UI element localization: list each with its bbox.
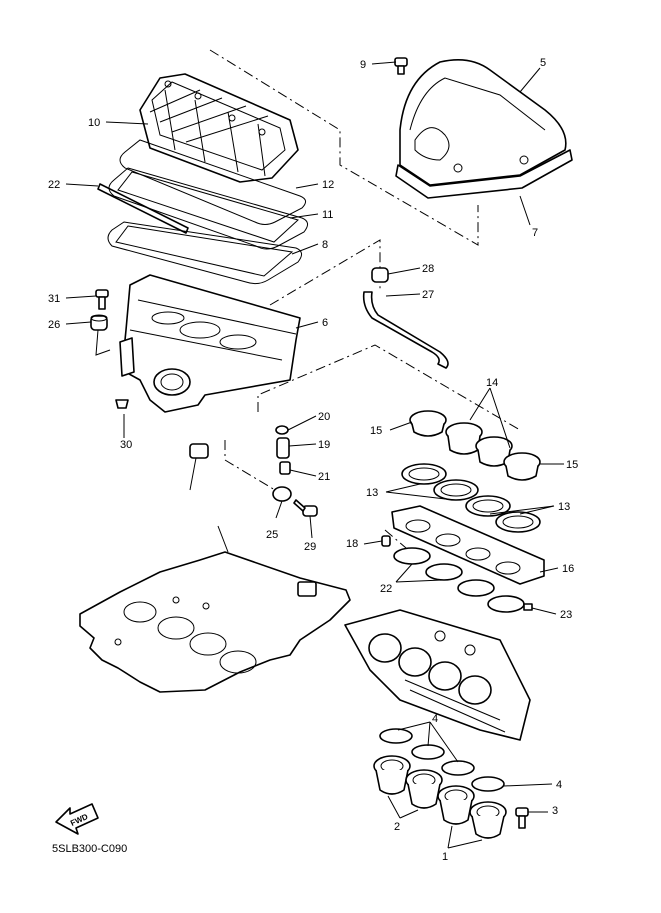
- part-30-clamp: [189, 443, 209, 459]
- callout-22-right: 23: [560, 609, 572, 621]
- callout-13-right: 13: [558, 501, 570, 513]
- callout-7: 7: [532, 227, 538, 239]
- part-22-hose-clamps: [393, 547, 533, 613]
- callout-10: 10: [88, 117, 100, 129]
- part-7-cover-seal: [395, 149, 573, 199]
- callout-21: 22: [48, 179, 60, 191]
- part-5-air-box-case: [119, 274, 301, 413]
- callout-3: 3: [552, 805, 558, 817]
- part-31-plate: [79, 551, 351, 693]
- part-24-grommet: [90, 314, 108, 331]
- part-18-cap: [276, 437, 290, 459]
- callout-26: 28: [422, 263, 434, 275]
- callout-9: 9: [360, 59, 366, 71]
- callout-23: 25: [266, 529, 278, 541]
- callout-22-left: 22: [380, 583, 392, 595]
- callout-labels: 9 5 10 22 12 11 7 8 28 27 31 6 26 14 20 …: [48, 57, 578, 863]
- callout-12: 12: [322, 179, 334, 191]
- part-1-intake-joints: [437, 785, 507, 839]
- part-28-clip: [115, 399, 129, 409]
- part-2-intake-joints: [373, 755, 443, 809]
- callout-1: 1: [442, 851, 448, 863]
- callout-24: 26: [48, 319, 60, 331]
- part-29-bolt: [95, 289, 109, 310]
- part-8-gasket: [107, 221, 302, 285]
- part-23-grommet: [272, 486, 292, 502]
- callout-6: 5: [540, 57, 546, 69]
- part-20-plug: [279, 461, 291, 475]
- part-27-screw: [293, 499, 318, 517]
- callout-4-top: 4: [432, 713, 438, 725]
- part-16-joint-plate: [391, 505, 545, 585]
- callout-13-left: 13: [366, 487, 378, 499]
- part-21-rod: [97, 183, 189, 234]
- callout-18: 19: [318, 439, 330, 451]
- throttle-body-assembly: [344, 609, 531, 741]
- callout-8: 8: [322, 239, 328, 251]
- part-19-clip: [275, 425, 289, 435]
- part-6-air-box-cover: [399, 59, 567, 186]
- callout-25: 27: [422, 289, 434, 301]
- fwd-arrow-icon: FWD: [55, 803, 99, 835]
- callout-27: 29: [304, 541, 316, 553]
- part-17-bolt: [381, 535, 391, 547]
- callout-14: 14: [486, 377, 498, 389]
- callout-28: 30: [120, 439, 132, 451]
- part-13-joint-boots: [401, 463, 541, 533]
- part-11-gasket: [108, 167, 308, 250]
- callout-5: 6: [322, 317, 328, 329]
- callout-11: 11: [322, 209, 333, 221]
- callout-16: 16: [562, 563, 574, 575]
- callout-15-right: 15: [566, 459, 578, 471]
- part-14-funnels: [445, 422, 513, 467]
- part-9-screw: [394, 57, 408, 75]
- diagram-code: 5SLB300-C090: [52, 843, 127, 855]
- part-26-hose-clamp: [371, 267, 389, 283]
- part-15-funnel-left: [409, 410, 447, 437]
- part-12-gasket: [119, 139, 306, 225]
- part-15-funnel-right: [503, 452, 541, 481]
- leader-lines: [65, 61, 564, 849]
- callout-20: 21: [318, 471, 330, 483]
- callout-17: 18: [346, 538, 358, 550]
- callout-19: 20: [318, 411, 330, 423]
- part-3-screw: [515, 807, 529, 829]
- part-4-clamps: [379, 728, 505, 792]
- callout-15-left: 15: [370, 425, 382, 437]
- part-25-breather-hose: [362, 291, 449, 369]
- callout-2: 2: [394, 821, 400, 833]
- part-10-air-filter-element: [139, 73, 299, 183]
- callout-29: 31: [48, 293, 60, 305]
- callout-4-right: 4: [556, 779, 562, 791]
